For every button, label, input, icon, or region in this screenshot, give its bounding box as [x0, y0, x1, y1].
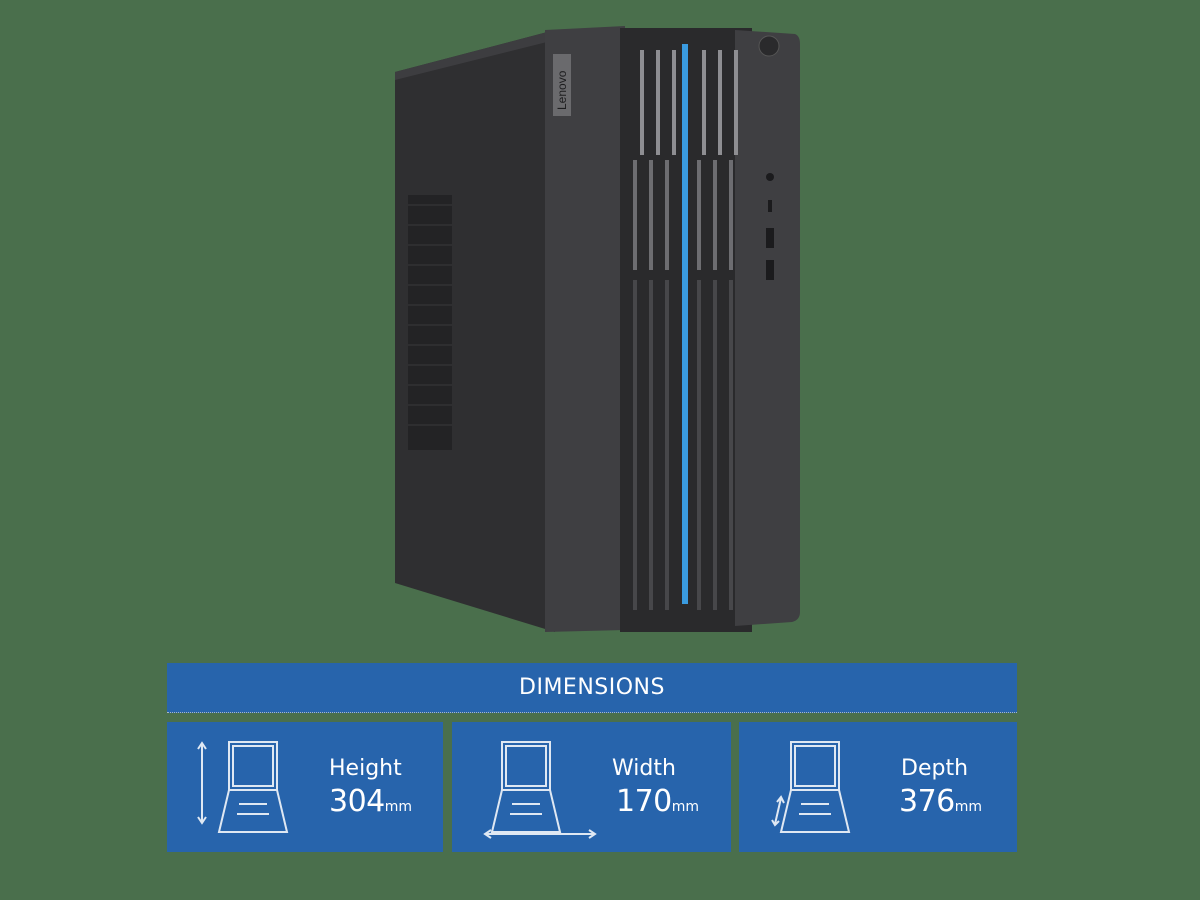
dimensions-title: DIMENSIONS — [519, 675, 665, 700]
width-value: 170mm — [616, 784, 700, 819]
height-value: 304mm — [329, 784, 413, 819]
dimension-card-height: Height 304mm — [167, 722, 443, 852]
desktop-tower-image: Lenovo — [395, 26, 800, 632]
width-label: Width — [612, 756, 676, 781]
depth-value: 376mm — [899, 784, 983, 819]
dimension-card-depth: Depth 376mm — [739, 722, 1017, 852]
brand-logo: Lenovo — [555, 70, 569, 110]
laptop-height-icon — [197, 741, 289, 833]
dimensions-header: DIMENSIONS — [167, 663, 1017, 713]
depth-label: Depth — [901, 756, 969, 781]
laptop-width-icon — [483, 741, 597, 839]
laptop-depth-icon — [771, 741, 851, 833]
dimension-card-width: Width 170mm — [452, 722, 731, 852]
height-label: Height — [329, 756, 402, 781]
